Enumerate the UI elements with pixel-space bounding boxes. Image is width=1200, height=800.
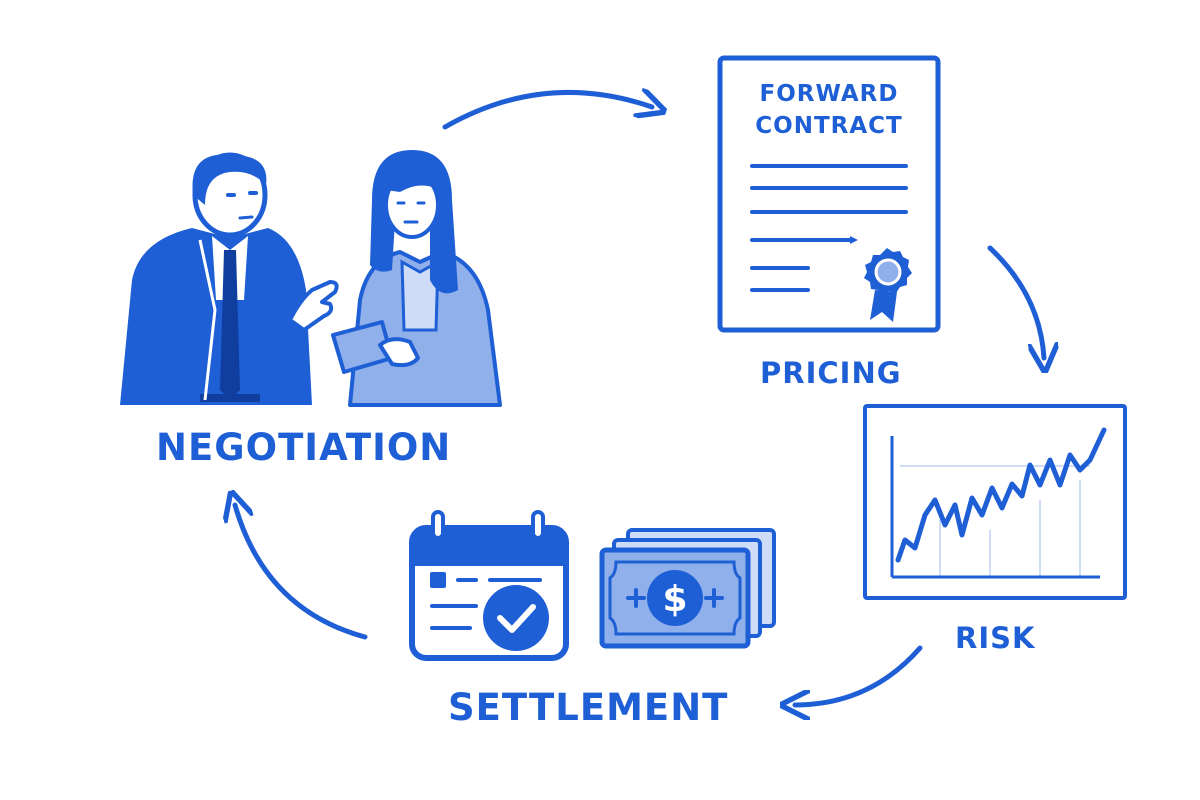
currency-symbol: $: [662, 579, 687, 620]
stage-label-settlement: SETTLEMENT: [448, 686, 729, 729]
contract-title-line1: FORWARD: [759, 81, 899, 107]
stage-label-negotiation: NEGOTIATION: [156, 426, 452, 469]
contract-title-line2: CONTRACT: [755, 113, 903, 139]
line-chart-icon: [863, 404, 1127, 600]
people-negotiating-icon: [120, 150, 502, 407]
chart-price-line: [895, 427, 1107, 563]
contract-title: FORWARD CONTRACT: [720, 78, 938, 142]
banknote-icon: $: [599, 528, 776, 649]
chart-gridlines: [900, 465, 1090, 576]
calendar-check-icon: [409, 510, 569, 661]
contract-text-lines: [750, 164, 908, 292]
cycle-arrow-settlement-to-negotiation: [235, 505, 368, 640]
stage-label-pricing: PRICING: [760, 356, 902, 390]
cycle-arrow-risk-to-settlement: [795, 645, 923, 705]
check-icon: [497, 604, 536, 633]
cycle-arrow-negotiation-to-pricing: [442, 92, 652, 130]
stage-label-risk: RISK: [955, 621, 1036, 655]
cycle-arrow-pricing-to-risk: [987, 245, 1044, 358]
certificate-seal-icon: [864, 248, 912, 322]
